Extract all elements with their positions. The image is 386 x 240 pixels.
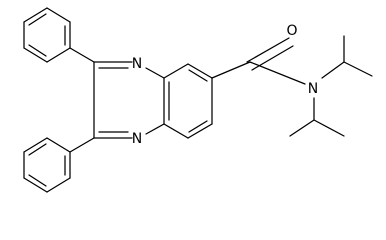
bond bbox=[46, 7, 71, 23]
bond bbox=[187, 123, 213, 139]
double-bond-inner bbox=[28, 44, 47, 57]
bond bbox=[46, 177, 71, 193]
bond bbox=[163, 123, 189, 139]
carbonyl-double-bond bbox=[246, 37, 290, 63]
bond bbox=[163, 63, 189, 79]
bond-c4a-n4 bbox=[145, 123, 165, 135]
double-bond-inner bbox=[188, 120, 208, 133]
bond bbox=[23, 7, 48, 23]
phenyl-linker-bond bbox=[69, 47, 95, 63]
bond bbox=[313, 119, 345, 137]
double-bond-inner bbox=[28, 13, 47, 26]
atom-label-nitrogen: N bbox=[308, 81, 318, 97]
carboxamide-group bbox=[211, 37, 306, 85]
bond bbox=[321, 61, 345, 79]
phenyl-linker-bond bbox=[69, 137, 95, 153]
bond bbox=[289, 119, 315, 137]
pyrazine-ring bbox=[93, 61, 165, 139]
atom-label-nitrogen: N bbox=[132, 56, 142, 72]
carbonyl-double-bond bbox=[251, 45, 294, 71]
bond-carbonyl-amide-n bbox=[249, 61, 306, 85]
double-bond-inner bbox=[28, 174, 47, 187]
bond-n1-c8a bbox=[145, 67, 165, 79]
bond-ring-carbonyl bbox=[211, 61, 251, 79]
upper-phenyl-ring bbox=[23, 7, 71, 63]
bond bbox=[343, 61, 373, 77]
bond bbox=[23, 137, 48, 153]
upper-isopropyl bbox=[321, 35, 373, 79]
bond bbox=[187, 63, 213, 79]
chemical-structure: N N O N bbox=[23, 7, 373, 193]
benzo-ring bbox=[163, 63, 213, 139]
lower-isopropyl bbox=[289, 97, 345, 137]
bond bbox=[23, 177, 48, 193]
double-bond-inner bbox=[188, 69, 208, 82]
lower-phenyl-ring bbox=[23, 137, 71, 193]
double-bond-inner bbox=[28, 143, 47, 156]
bond bbox=[46, 47, 71, 63]
structure-canvas: N N O N bbox=[23, 7, 373, 193]
bond bbox=[23, 47, 48, 63]
atom-label-oxygen: O bbox=[286, 23, 297, 39]
atom-label-nitrogen: N bbox=[132, 131, 142, 147]
bond bbox=[46, 137, 71, 153]
